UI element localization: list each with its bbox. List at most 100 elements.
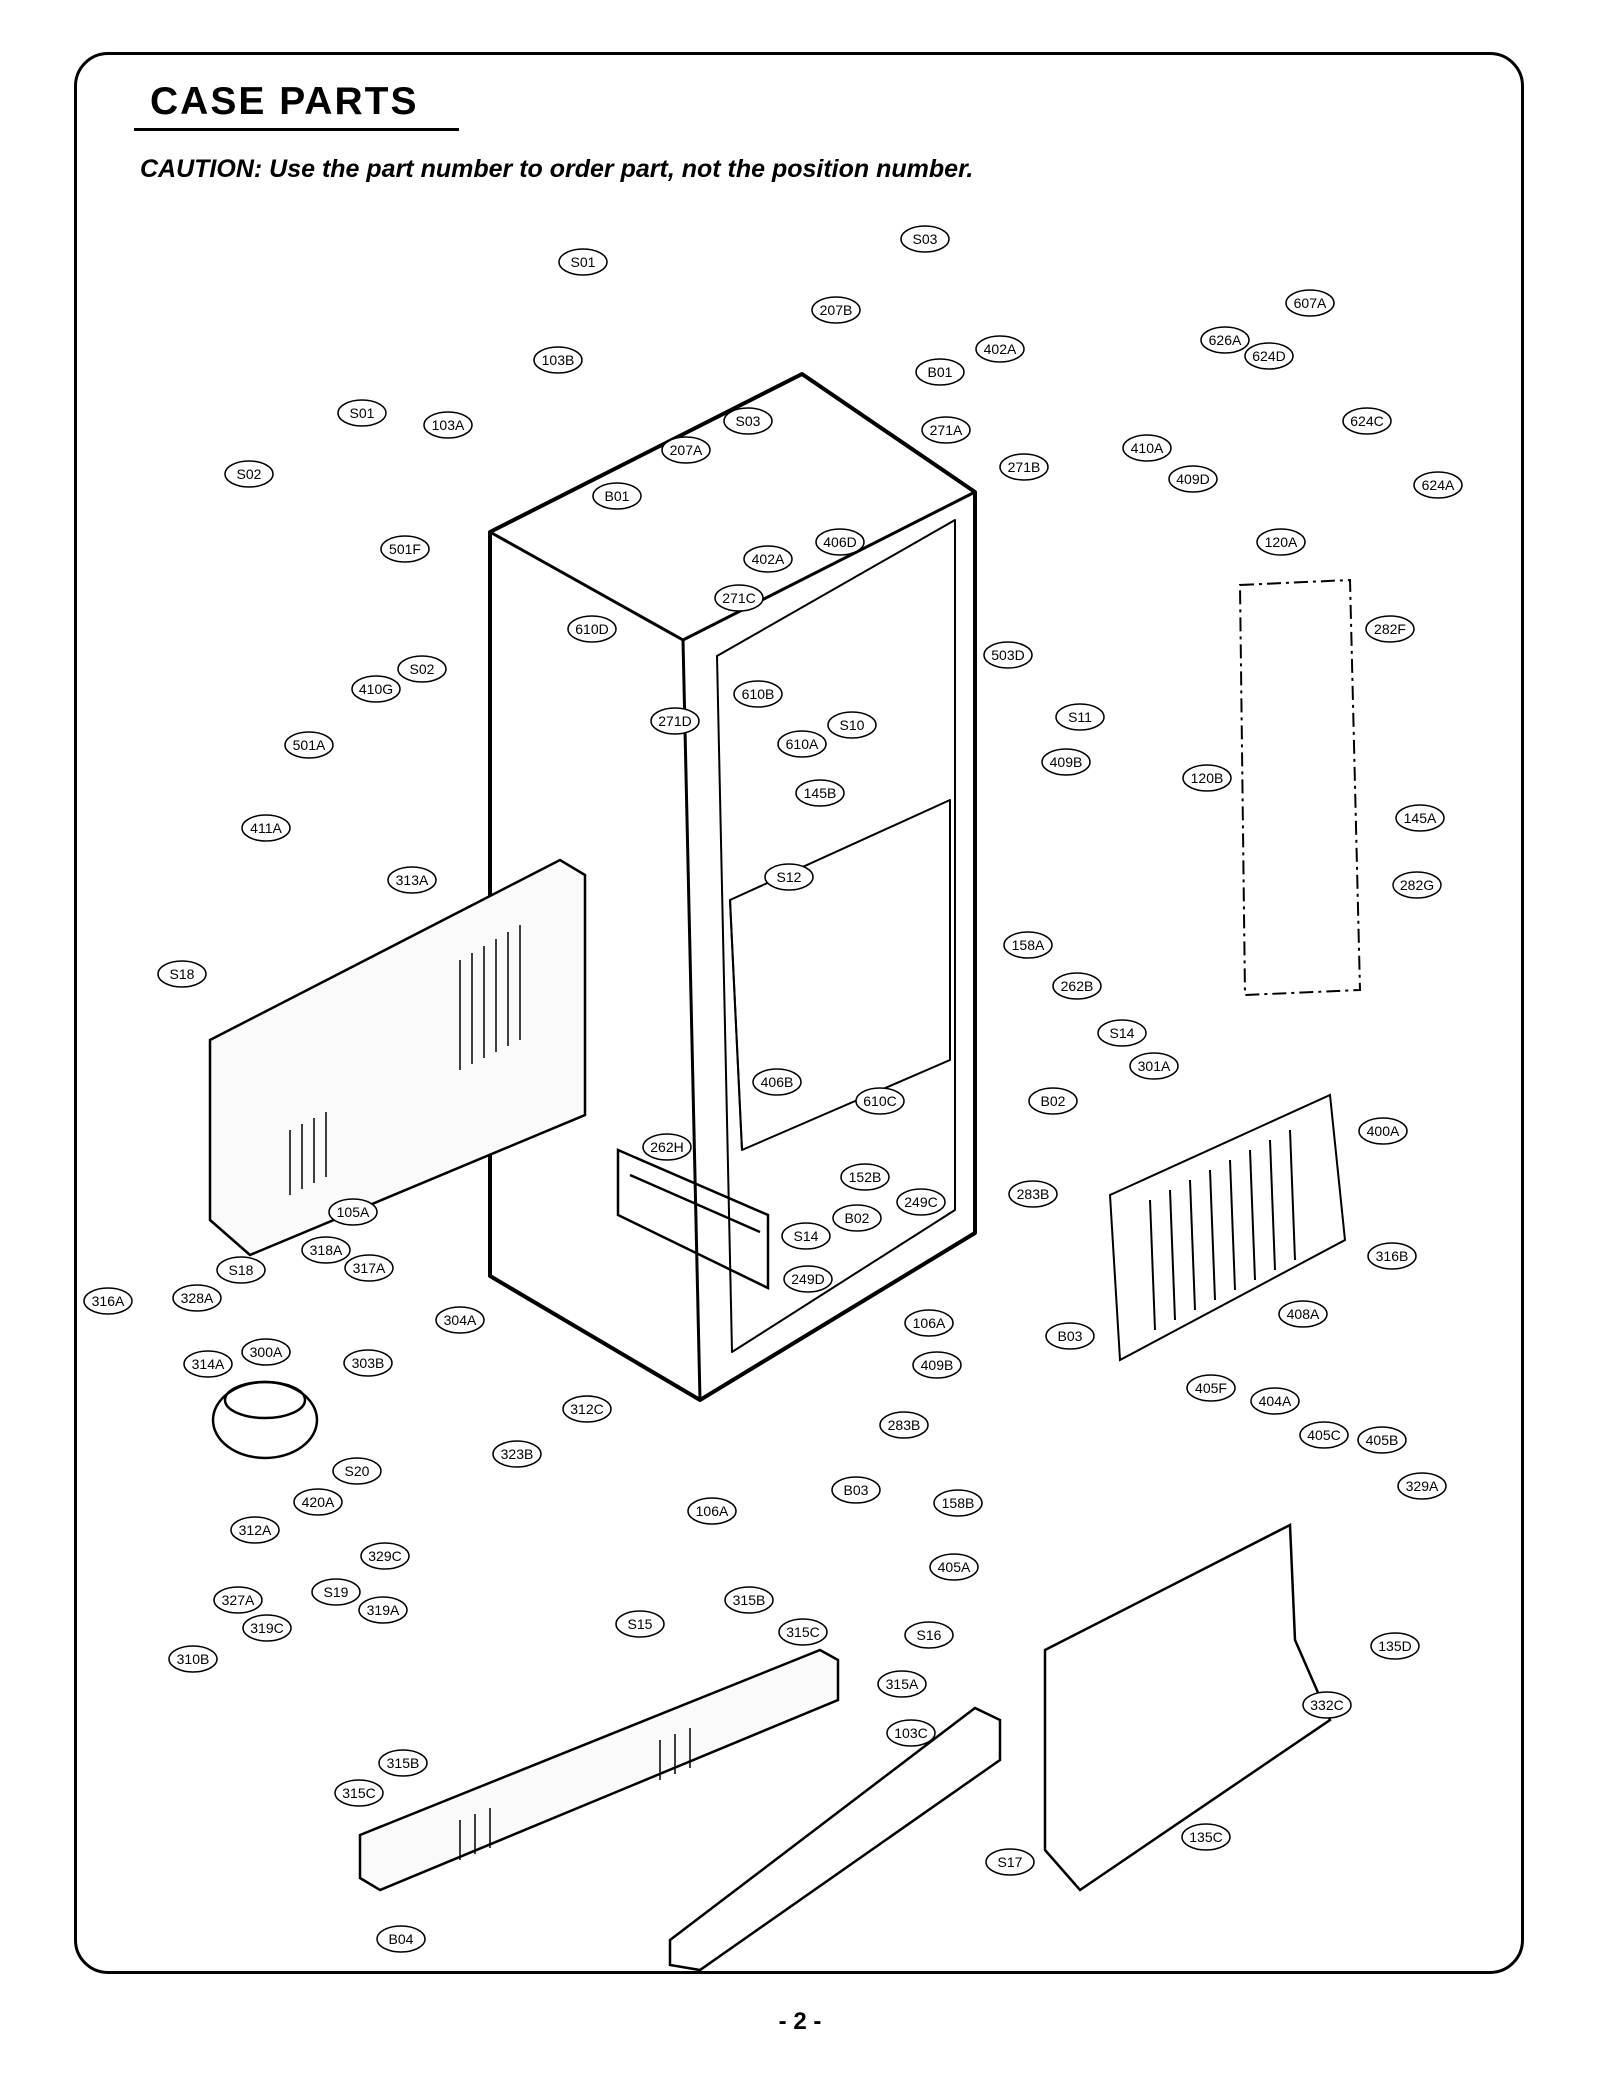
- callout-bubble: [1256, 528, 1306, 556]
- callout-label: S12: [777, 869, 802, 885]
- callout-283B: 283B: [1008, 1180, 1058, 1208]
- callout-bubble: [915, 358, 965, 386]
- callout-315A: 315A: [877, 1670, 927, 1698]
- callout-411A: 411A: [241, 814, 291, 842]
- callout-label: 610B: [742, 686, 775, 702]
- callout-303B: 303B: [343, 1349, 393, 1377]
- callout-label: 282G: [1400, 877, 1434, 893]
- callout-bubble: [533, 346, 583, 374]
- callout-label: 610D: [575, 621, 608, 637]
- callout-bubble: [216, 1256, 266, 1284]
- callout-bubble: [642, 1133, 692, 1161]
- callout-bubble: [811, 296, 861, 324]
- callout-271D: 271D: [650, 707, 700, 735]
- callout-label: S03: [913, 231, 938, 247]
- callout-label: 405F: [1195, 1380, 1227, 1396]
- callout-135C: 135C: [1181, 1823, 1231, 1851]
- callout-S16: S16: [904, 1621, 954, 1649]
- callout-262B: 262B: [1052, 972, 1102, 1000]
- callout-316A: 316A: [83, 1287, 133, 1315]
- callout-bubble: [1285, 289, 1335, 317]
- callout-bubble: [723, 407, 773, 435]
- callout-label: 282F: [1374, 621, 1406, 637]
- callout-bubble: [337, 399, 387, 427]
- callout-bubble: [1395, 804, 1445, 832]
- callout-bubble: [1129, 1052, 1179, 1080]
- callout-408A: 408A: [1278, 1300, 1328, 1328]
- callout-B04: B04: [376, 1925, 426, 1953]
- callout-label: 103A: [432, 417, 465, 433]
- callout-262H: 262H: [642, 1133, 692, 1161]
- callout-S01: S01: [337, 399, 387, 427]
- callout-label: 145B: [804, 785, 837, 801]
- callout-207B: 207B: [811, 296, 861, 324]
- callout-610A: 610A: [777, 730, 827, 758]
- callout-bubble: [1003, 931, 1053, 959]
- callout-312A: 312A: [230, 1516, 280, 1544]
- callout-406D: 406D: [815, 528, 865, 556]
- callout-label: 404A: [1259, 1393, 1292, 1409]
- callout-bubble: [1097, 1019, 1147, 1047]
- callout-label: B01: [928, 364, 953, 380]
- callout-bubble: [1299, 1421, 1349, 1449]
- callout-bubble: [301, 1236, 351, 1264]
- callout-label: S18: [170, 966, 195, 982]
- callout-249C: 249C: [896, 1188, 946, 1216]
- callout-bubble: [311, 1578, 361, 1606]
- callout-label: 400A: [1367, 1123, 1400, 1139]
- callout-405B: 405B: [1357, 1426, 1407, 1454]
- callout-label: S20: [345, 1463, 370, 1479]
- callout-409D: 409D: [1168, 465, 1218, 493]
- callout-bubble: [827, 711, 877, 739]
- callout-label: 207B: [820, 302, 853, 318]
- page-frame: [74, 52, 1524, 1974]
- callout-label: S11: [1068, 709, 1092, 725]
- callout-label: 283B: [888, 1417, 921, 1433]
- callout-label: 319A: [367, 1602, 400, 1618]
- callout-label: 315C: [342, 1785, 375, 1801]
- callout-bubble: [912, 1351, 962, 1379]
- callout-label: 626A: [1209, 332, 1242, 348]
- callout-label: 610A: [786, 736, 819, 752]
- callout-313A: 313A: [387, 866, 437, 894]
- callout-S17: S17: [985, 1848, 1035, 1876]
- callout-bubble: [358, 1596, 408, 1624]
- callout-label: 411A: [250, 820, 282, 836]
- callout-bubble: [1392, 871, 1442, 899]
- callout-501F: 501F: [380, 535, 430, 563]
- callout-315B: 315B: [724, 1586, 774, 1614]
- callout-bubble: [904, 1621, 954, 1649]
- callout-bubble: [1055, 703, 1105, 731]
- callout-bubble: [1052, 972, 1102, 1000]
- callout-bubble: [661, 436, 711, 464]
- callout-label: 410A: [1131, 440, 1164, 456]
- callout-bubble: [743, 545, 793, 573]
- callout-bubble: [387, 866, 437, 894]
- callout-label: 501A: [293, 737, 326, 753]
- callout-328A: 328A: [172, 1284, 222, 1312]
- callout-label: 319C: [250, 1620, 283, 1636]
- callout-405C: 405C: [1299, 1421, 1349, 1449]
- callout-label: 262B: [1061, 978, 1094, 994]
- callout-bubble: [332, 1457, 382, 1485]
- callout-label: 207A: [670, 442, 703, 458]
- callout-bubble: [592, 482, 642, 510]
- callout-bubble: [1413, 471, 1463, 499]
- callout-S18: S18: [157, 960, 207, 988]
- callout-bubble: [1200, 326, 1250, 354]
- callout-label: 271C: [722, 590, 755, 606]
- page-number: - 2 -: [778, 2008, 822, 2035]
- callout-bubble: [975, 335, 1025, 363]
- callout-bubble: [904, 1309, 954, 1337]
- callout-label: 327A: [222, 1592, 255, 1608]
- callout-bubble: [1028, 1087, 1078, 1115]
- callout-bubble: [1367, 1242, 1417, 1270]
- callout-310B: 310B: [168, 1645, 218, 1673]
- callout-bubble: [230, 1516, 280, 1544]
- callout-106A: 106A: [904, 1309, 954, 1337]
- callout-304A: 304A: [435, 1306, 485, 1334]
- callout-bubble: [764, 863, 814, 891]
- callout-319C: 319C: [242, 1614, 292, 1642]
- callout-label: 624A: [1422, 477, 1455, 493]
- callout-420A: 420A: [293, 1488, 343, 1516]
